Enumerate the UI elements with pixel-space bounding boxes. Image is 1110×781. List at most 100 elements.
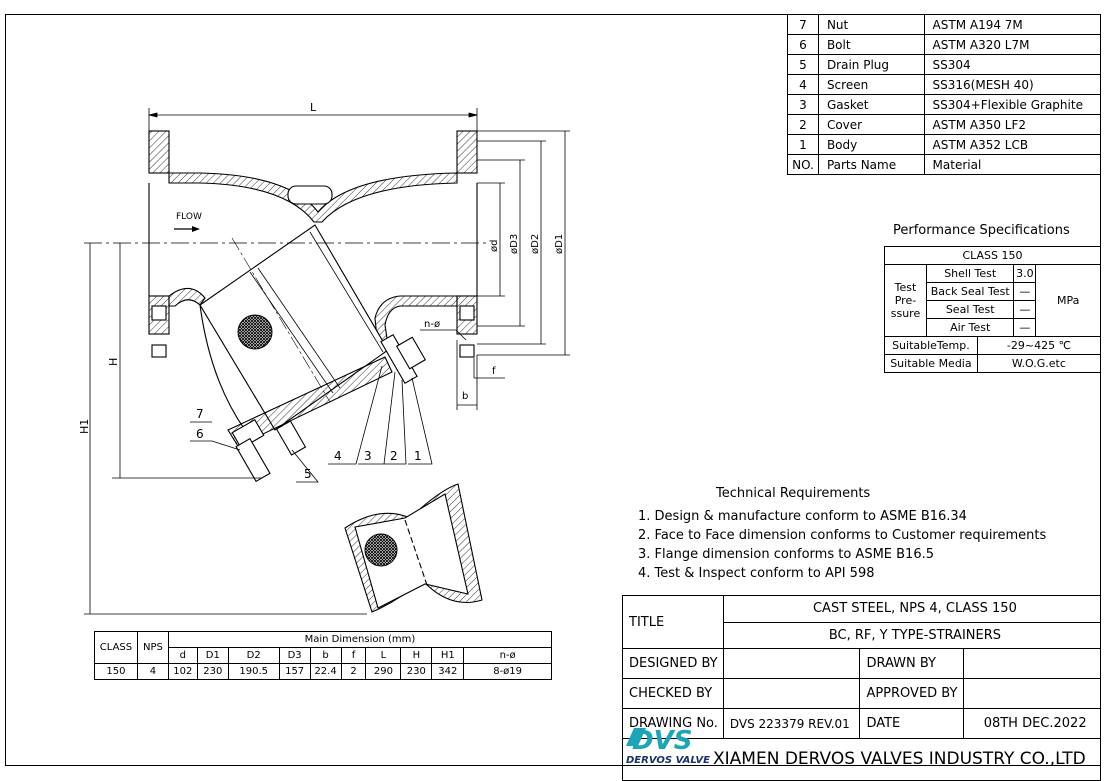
part-no: 7 bbox=[787, 14, 819, 35]
perf-test-value: — bbox=[1013, 318, 1037, 337]
perf-unit: MPa bbox=[1035, 264, 1101, 337]
part-no: 3 bbox=[787, 94, 819, 115]
dim-value: 22.4 bbox=[309, 663, 342, 680]
dim-value: 290 bbox=[365, 663, 402, 680]
dim-col: d bbox=[167, 647, 198, 664]
part-material: SS304+Flexible Graphite bbox=[923, 94, 1102, 115]
perf-test-value: — bbox=[1013, 300, 1037, 319]
nphi-leader bbox=[420, 329, 467, 341]
dim-col: L bbox=[365, 647, 402, 664]
dim-d-label: ød bbox=[489, 240, 500, 252]
technical-item-4: 4. Test & Inspect conform to API 598 bbox=[638, 566, 875, 581]
logo-letters: DVS bbox=[632, 726, 692, 756]
dim-col: f bbox=[340, 647, 367, 664]
perf-test-value: 3.0 bbox=[1013, 264, 1037, 283]
dimension-H-H1 bbox=[84, 243, 367, 615]
perf-test-name: Shell Test bbox=[925, 264, 1015, 283]
dim-col: H bbox=[400, 647, 433, 664]
dim-value: 8-ø19 bbox=[463, 663, 552, 680]
dim-value: 157 bbox=[278, 663, 311, 680]
part-no: 2 bbox=[787, 114, 819, 135]
dimension-f-b bbox=[456, 340, 505, 410]
part-material: ASTM A194 7M bbox=[923, 14, 1102, 35]
perf-test-name: Air Test bbox=[925, 318, 1015, 337]
dim-col: H1 bbox=[431, 647, 465, 664]
perf-test-name: Seal Test bbox=[925, 300, 1015, 319]
callout-1: 1 bbox=[414, 449, 422, 463]
screen-mesh-detail bbox=[364, 533, 398, 567]
part-name: Bolt bbox=[817, 34, 925, 55]
date-value: 08TH DEC.2022 bbox=[963, 708, 1101, 739]
date-label: DATE bbox=[859, 708, 965, 739]
dim-header-main: Main Dimension (mm) bbox=[167, 631, 553, 648]
dim-D3-label: øD3 bbox=[509, 234, 520, 254]
dim-col: D1 bbox=[196, 647, 229, 664]
part-name: Body bbox=[817, 134, 925, 155]
dim-b-label: b bbox=[462, 391, 468, 402]
callout-6: 6 bbox=[196, 427, 204, 441]
section-detail bbox=[344, 483, 483, 613]
dim-value: 190.5 bbox=[227, 663, 280, 680]
checked-by-value bbox=[722, 678, 861, 709]
part-name: Drain Plug bbox=[817, 54, 925, 75]
part-name: Gasket bbox=[817, 94, 925, 115]
part-material: ASTM A350 LF2 bbox=[923, 114, 1102, 135]
dim-col: b bbox=[309, 647, 342, 664]
strainer-body bbox=[148, 130, 478, 483]
callout-leaders bbox=[190, 365, 433, 483]
perf-temp-label: SuitableTemp. bbox=[884, 336, 978, 355]
drawn-by-label: DRAWN BY bbox=[859, 648, 965, 679]
dim-D2-label: øD2 bbox=[530, 234, 541, 254]
company-row: XIAMEN DERVOS VALVES INDUSTRY CO.,LTD bbox=[622, 738, 1101, 781]
dim-L-label: L bbox=[310, 101, 317, 114]
callout-4: 4 bbox=[334, 449, 342, 463]
title-block: TITLE CAST STEEL, NPS 4, CLASS 150 BC, R… bbox=[622, 595, 1102, 781]
dim-H-label: H bbox=[107, 358, 120, 366]
dim-col: D3 bbox=[278, 647, 311, 664]
header-no: NO. bbox=[787, 154, 819, 175]
part-name: Cover bbox=[817, 114, 925, 135]
dim-value: 102 bbox=[167, 663, 198, 680]
part-no: 4 bbox=[787, 74, 819, 95]
perf-test-name: Back Seal Test bbox=[925, 282, 1015, 301]
screen-axis-line bbox=[231, 237, 331, 403]
dimension-L bbox=[148, 108, 478, 135]
dim-D1-label: øD1 bbox=[554, 234, 565, 254]
screen-mesh-main bbox=[237, 314, 273, 350]
perf-temp-value: -29~425 ℃ bbox=[976, 336, 1102, 355]
checked-by-label: CHECKED BY bbox=[622, 678, 724, 709]
dim-value: 230 bbox=[400, 663, 433, 680]
part-no: 6 bbox=[787, 34, 819, 55]
designed-by-value bbox=[722, 648, 861, 679]
technical-item-3: 3. Flange dimension conforms to ASME B16… bbox=[638, 547, 934, 562]
title-line-2: BC, RF, Y TYPE-STRAINERS bbox=[722, 621, 1102, 649]
dim-header-nps: NPS bbox=[136, 631, 169, 664]
part-material: ASTM A320 L7M bbox=[923, 34, 1102, 55]
dim-H1-label: H1 bbox=[78, 419, 91, 434]
part-material: SS316(MESH 40) bbox=[923, 74, 1102, 95]
part-material: ASTM A352 LCB bbox=[923, 134, 1102, 155]
logo-sub: DERVOS VALVE bbox=[626, 755, 710, 766]
performance-title: Performance Specifications bbox=[893, 223, 1070, 238]
perf-class: CLASS 150 bbox=[884, 246, 1101, 265]
dim-value: 2 bbox=[340, 663, 367, 680]
header-parts-name: Parts Name bbox=[817, 154, 925, 175]
perf-media-value: W.O.G.etc bbox=[976, 354, 1102, 373]
part-no: 5 bbox=[787, 54, 819, 75]
dvs-logo-mark: DVS DERVOS VALVE bbox=[626, 726, 710, 766]
part-no: 1 bbox=[787, 134, 819, 155]
title-label: TITLE bbox=[622, 595, 724, 649]
dim-f-label: f bbox=[492, 366, 496, 377]
dim-value: 230 bbox=[196, 663, 229, 680]
designed-by-label: DESIGNED BY bbox=[622, 648, 724, 679]
dim-col: D2 bbox=[227, 647, 280, 664]
